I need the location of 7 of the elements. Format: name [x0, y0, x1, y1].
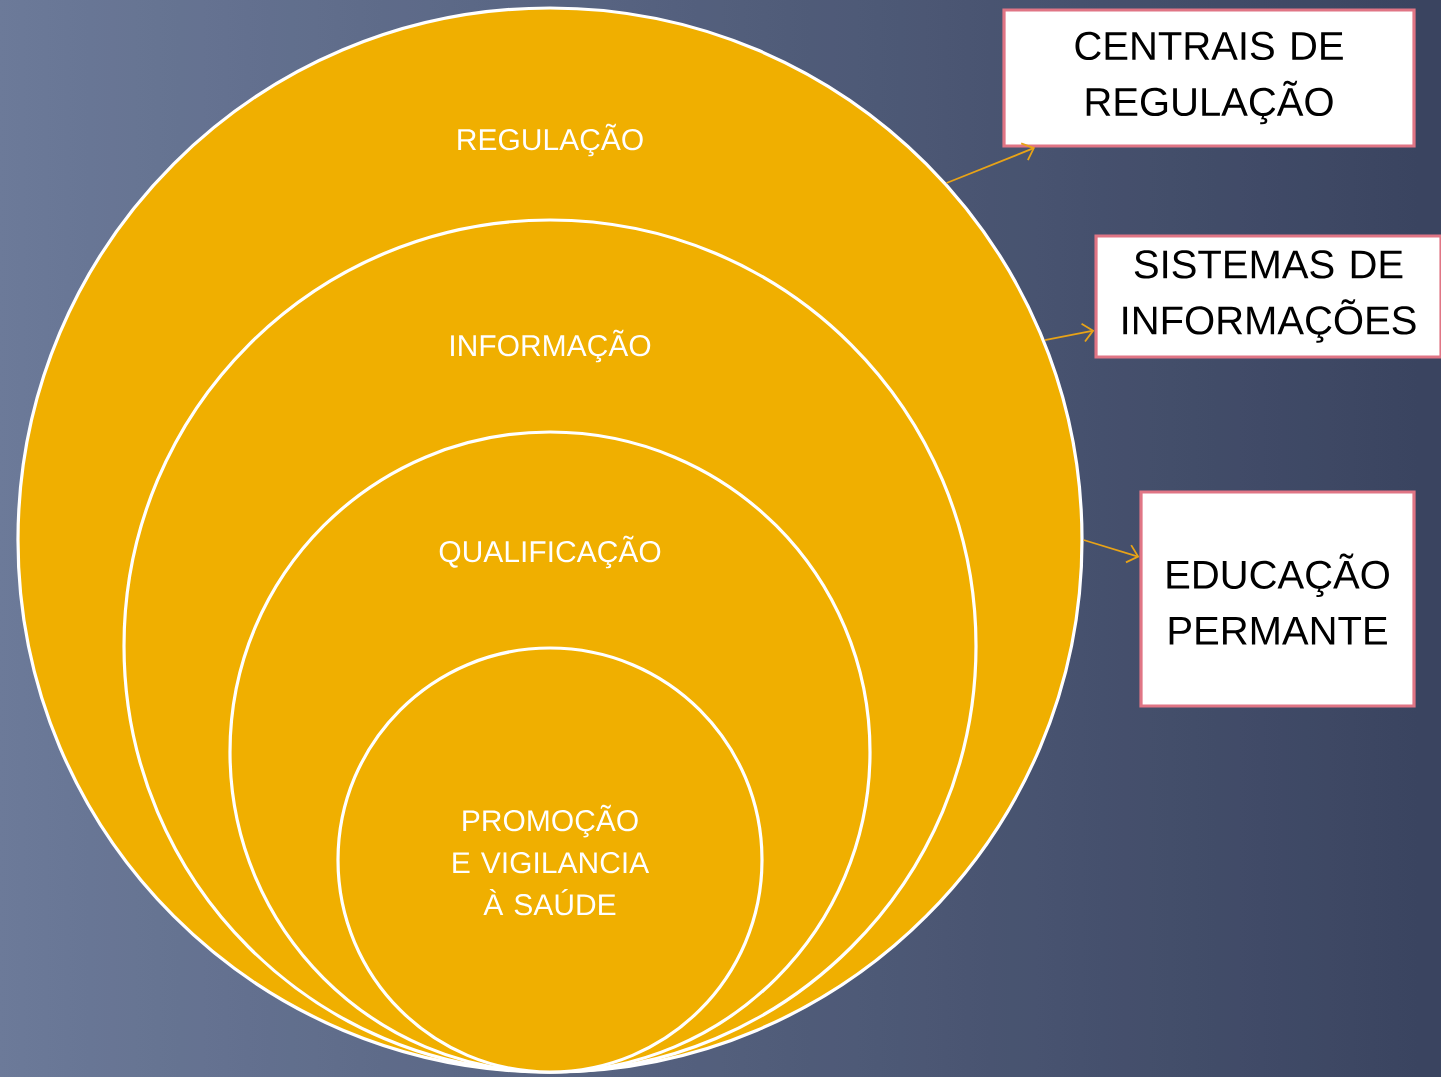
- arrow: [945, 142, 1036, 184]
- label-box: EDUCAÇÃO PERMANTE: [1139, 490, 1416, 708]
- arrow: [1082, 539, 1140, 564]
- node-label: PROMOÇÃO E VIGILANCIA À SAÚDE: [453, 804, 650, 916]
- arrow: [1043, 322, 1095, 343]
- label-box: CENTRAIS DE REGULAÇÃO: [1002, 8, 1416, 148]
- label-box: SISTEMAS DE INFORMAÇÕES: [1094, 234, 1441, 359]
